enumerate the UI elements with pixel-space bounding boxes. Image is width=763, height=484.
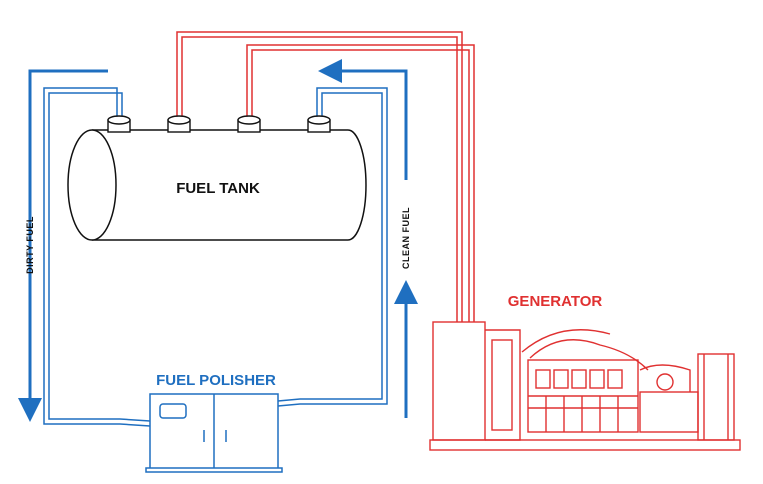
- clean-fuel-label: CLEAN FUEL: [401, 207, 411, 269]
- dirty-fuel-label: DIRTY FUEL: [25, 216, 35, 274]
- tank-nozzle-3: [237, 115, 261, 133]
- fuel-tank: [67, 129, 367, 241]
- polisher-display: [159, 403, 187, 419]
- tank-nozzles: [107, 115, 331, 133]
- dirty-fuel-arrow: [18, 69, 108, 422]
- generator-label: GENERATOR: [508, 293, 603, 310]
- clean-fuel-arrow: [318, 59, 418, 418]
- polishing-loop-lines: [43, 87, 388, 427]
- tank-nozzle-4: [307, 115, 331, 133]
- generator: [429, 321, 741, 451]
- fuel-polisher: [145, 393, 283, 473]
- fuel-tank-label: FUEL TANK: [176, 180, 260, 197]
- tank-nozzle-1: [107, 115, 131, 133]
- fuel-polisher-label: FUEL POLISHER: [156, 372, 276, 389]
- generator-fuel-lines: [176, 31, 475, 322]
- tank-nozzle-2: [167, 115, 191, 133]
